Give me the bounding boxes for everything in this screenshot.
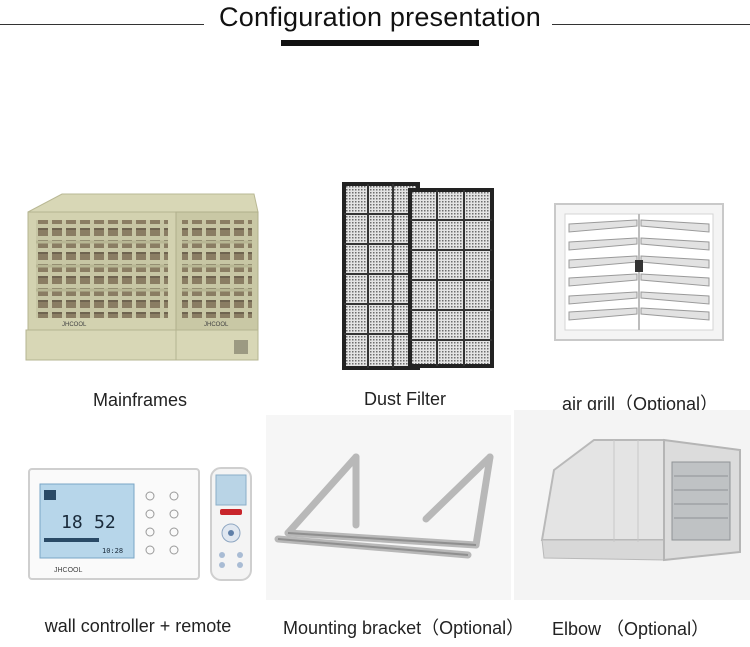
caption-air-grill: air grill（Optional） bbox=[561, 394, 719, 414]
caption-mainframes: Mainframes bbox=[92, 390, 188, 410]
caption-wall-controller: wall controller + remote bbox=[44, 616, 232, 636]
title-rule-left bbox=[0, 24, 204, 25]
title-underline-bar bbox=[281, 40, 479, 46]
air-grill-image bbox=[554, 203, 724, 341]
mainframe-brand-right: JHCOOL bbox=[204, 322, 229, 328]
caption-elbow: Elbow （Optional） bbox=[552, 619, 710, 639]
title-rule-right bbox=[552, 24, 750, 25]
dust-filter-image bbox=[342, 182, 494, 370]
caption-mounting-bracket: Mounting bracket（Optional） bbox=[283, 618, 525, 638]
remote-control-image bbox=[210, 467, 252, 581]
wall-controller-image: 18 52 10:28 JHCOOL bbox=[28, 468, 200, 580]
mainframe-image: JHCOOL JHCOOL bbox=[25, 193, 259, 361]
controller-time-readout: 10:28 bbox=[102, 547, 123, 555]
caption-dust-filter: Dust Filter bbox=[363, 389, 446, 409]
mainframe-brand-left: JHCOOL bbox=[62, 322, 87, 328]
controller-humidity-readout: 52 bbox=[94, 512, 116, 533]
controller-temp-readout: 18 bbox=[61, 512, 83, 533]
mounting-bracket-image bbox=[266, 415, 511, 600]
page-title: Configuration presentation bbox=[219, 2, 541, 32]
elbow-duct-image bbox=[514, 410, 750, 600]
controller-brand: JHCOOL bbox=[54, 567, 83, 574]
